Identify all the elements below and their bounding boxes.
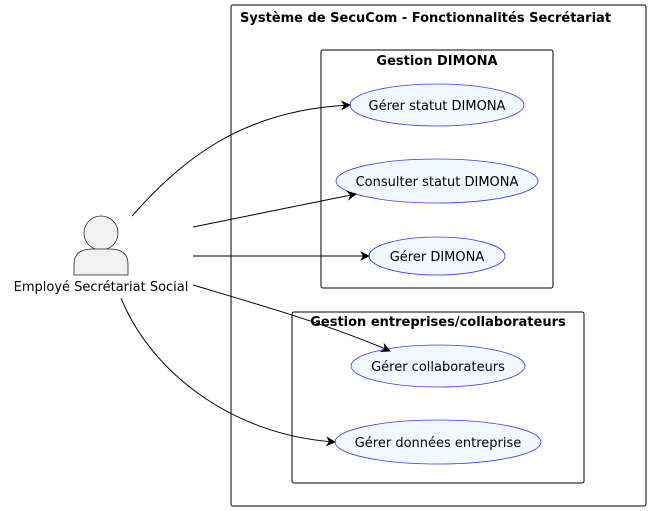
- use-case-gerer-donnees-entreprise[interactable]: Gérer données entreprise: [334, 419, 542, 465]
- system-title: Système de SecuCom - Fonctionnalités Sec…: [240, 11, 611, 26]
- use-case-label: Consulter statut DIMONA: [356, 175, 519, 190]
- association-arrow-gerer-donnees-entreprise: [120, 297, 336, 447]
- actor-label: Employé Secrétariat Social: [14, 280, 189, 295]
- use-case-label: Gérer statut DIMONA: [369, 99, 506, 114]
- use-case-gerer-dimona[interactable]: Gérer DIMONA: [368, 236, 506, 276]
- use-case-label: Gérer données entreprise: [355, 436, 522, 451]
- use-case-gerer-statut-dimona[interactable]: Gérer statut DIMONA: [349, 83, 525, 127]
- use-case-label: Gérer DIMONA: [390, 250, 485, 265]
- use-case-label: Gérer collaborateurs: [371, 360, 505, 375]
- associations: [120, 100, 391, 447]
- use-case-gerer-collaborateurs[interactable]: Gérer collaborateurs: [350, 344, 526, 388]
- package-title-gestion-entreprises: Gestion entreprises/collaborateurs: [310, 315, 566, 330]
- association-arrow-gerer-statut-dimona: [131, 100, 351, 217]
- user-icon: [73, 215, 129, 276]
- association-arrow-gerer-collaborateurs: [192, 284, 391, 353]
- association-arrow-consulter-statut-dimona: [192, 190, 357, 228]
- use-case-consulter-statut-dimona[interactable]: Consulter statut DIMONA: [335, 158, 539, 204]
- package-title-gestion-dimona: Gestion DIMONA: [376, 54, 497, 69]
- actor-employe-secretariat[interactable]: Employé Secrétariat Social: [14, 215, 189, 295]
